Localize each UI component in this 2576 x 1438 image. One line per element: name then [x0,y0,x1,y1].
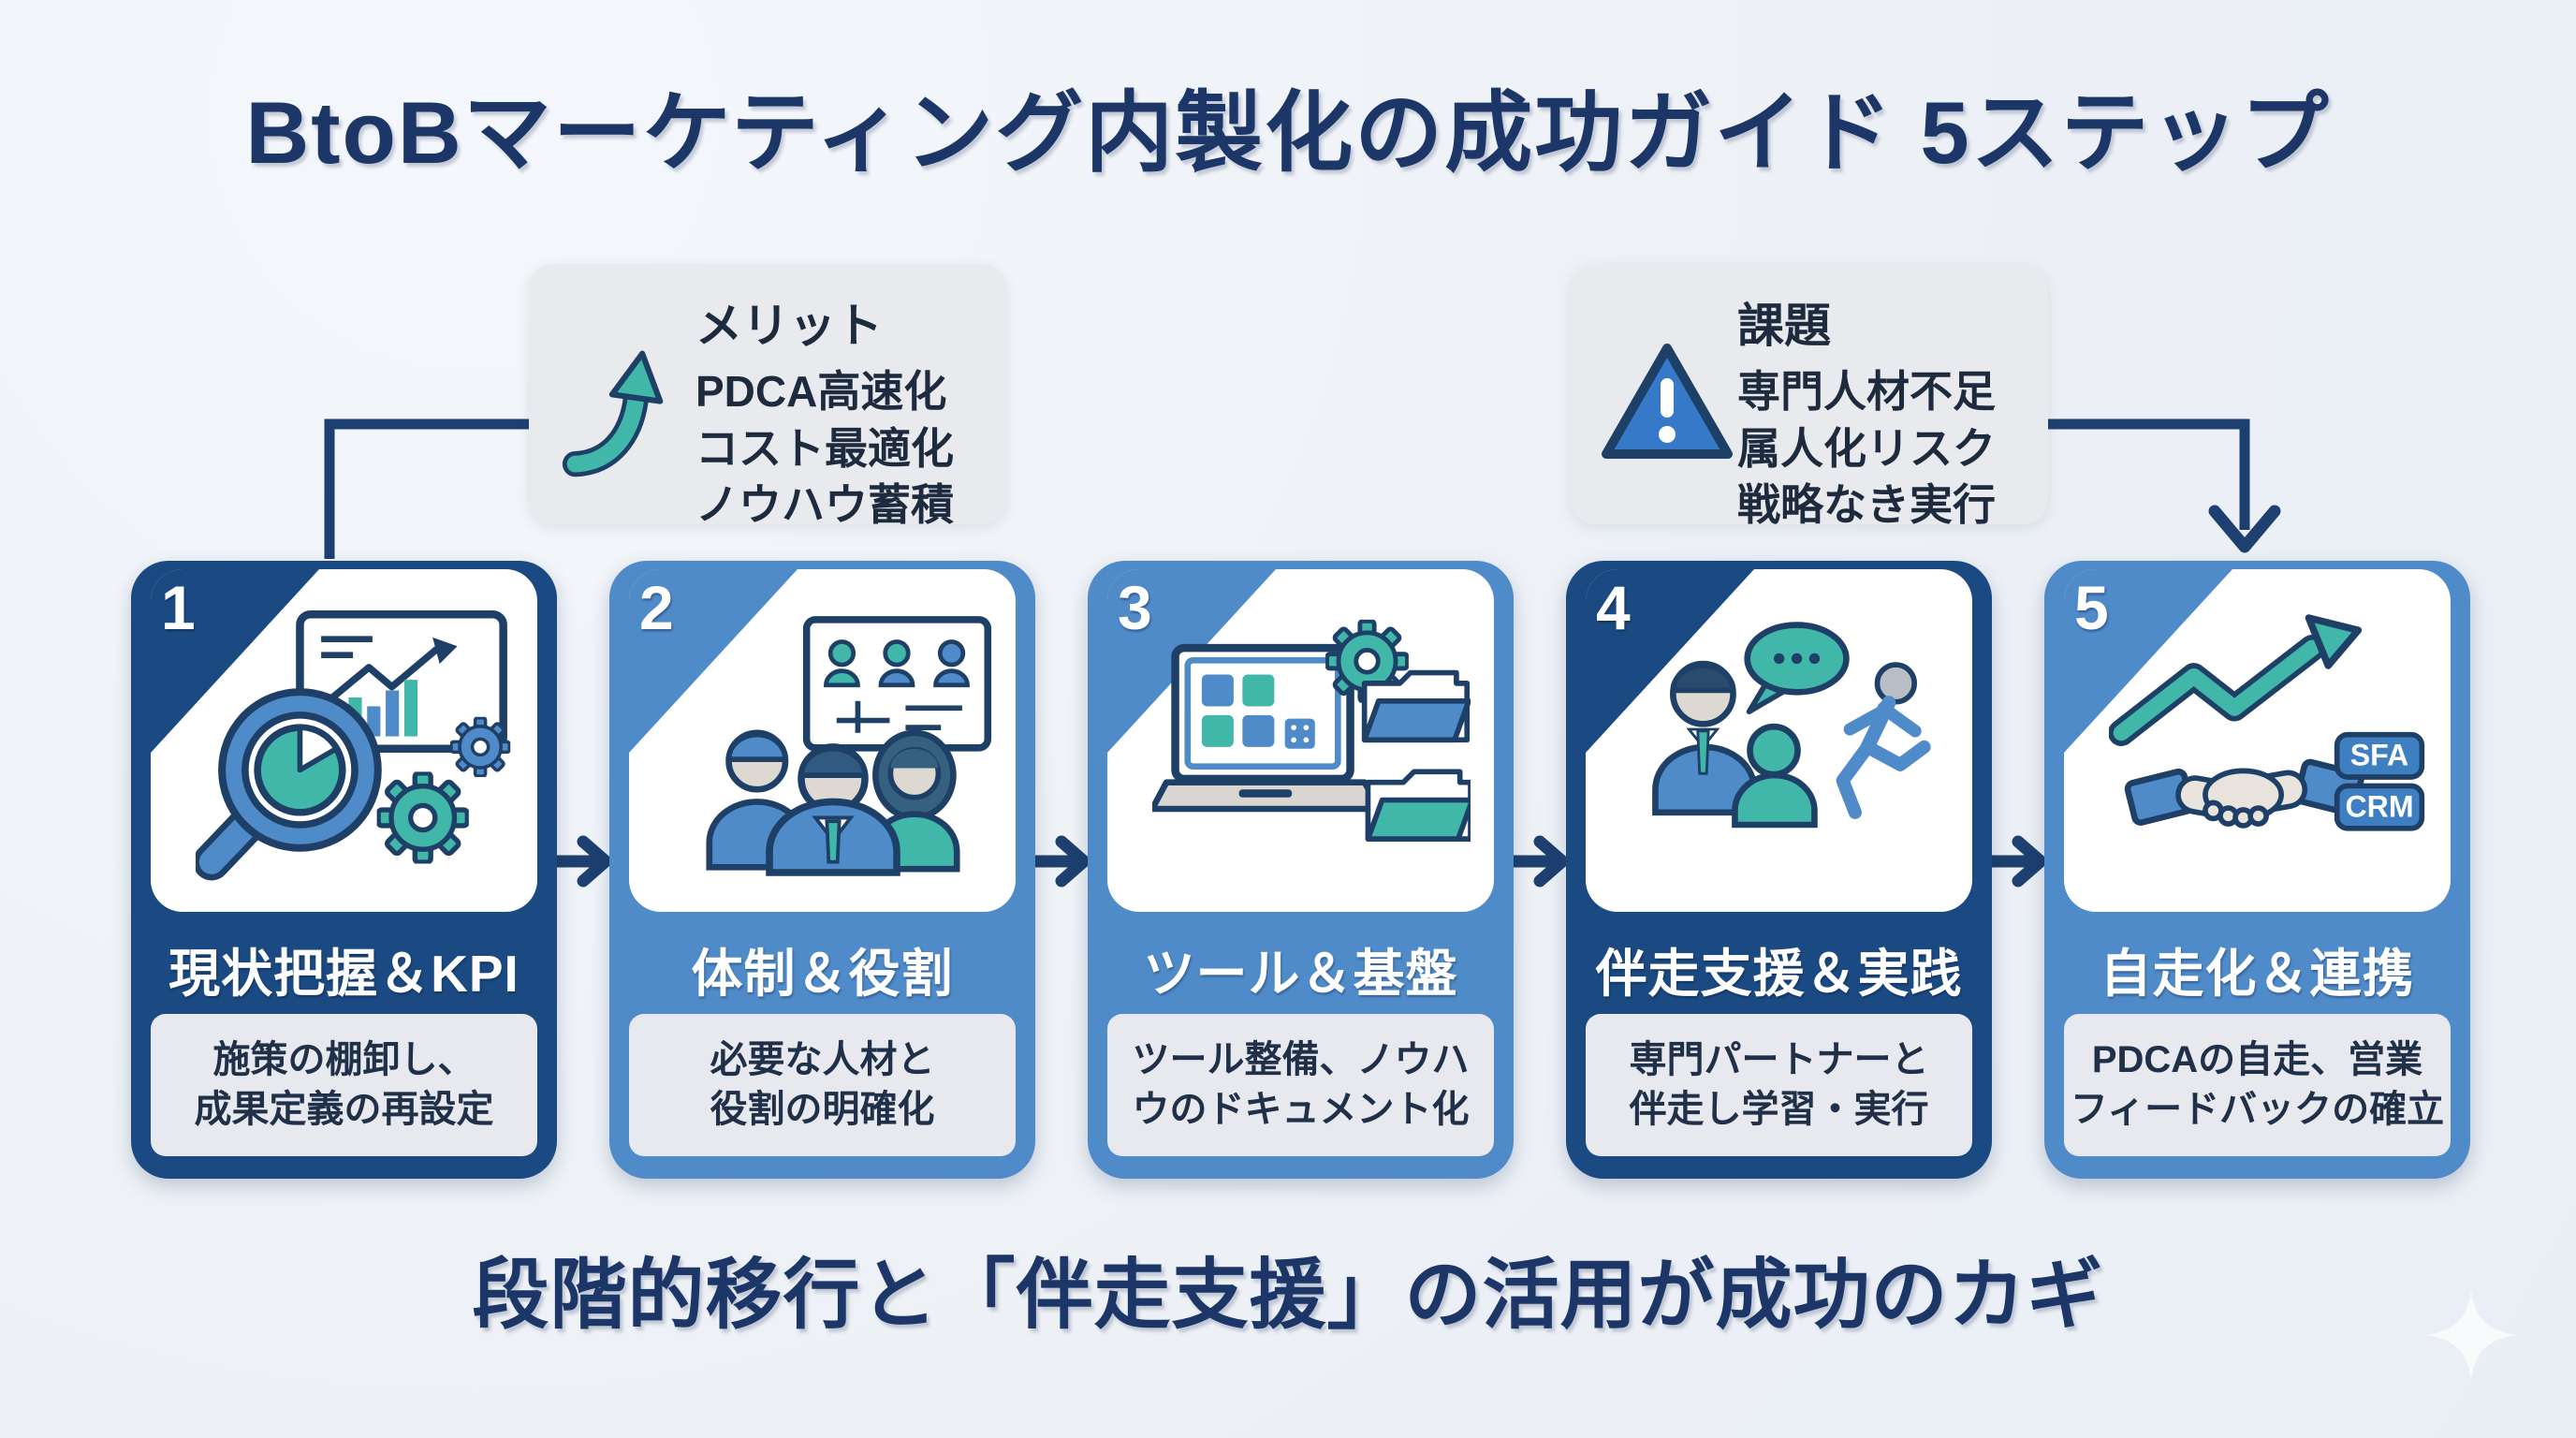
challenge-item: 戦略なき実行 [1737,480,1996,530]
crm-badge: CRM [2334,783,2425,831]
svg-text:CRM: CRM [2345,790,2413,824]
step-icon-panel [151,569,537,912]
org-board [802,616,992,752]
runner-person [1836,662,1931,819]
step-title: 現状把握＆KPI [168,945,520,1003]
learner-person [1732,723,1818,829]
gear-icon [378,773,467,862]
laptop-folders-gear-icon [1152,605,1471,842]
merit-item: PDCA高速化 [695,367,947,416]
step-arrow-icon [1029,835,1090,888]
step-number: 5 [2074,573,2109,642]
team-org-chart-icon [706,616,992,876]
challenge-connector-arrowhead [2208,505,2281,553]
step-number: 3 [1118,573,1152,642]
step-icon-panel: SFA CRM [2064,569,2451,912]
step-title: 体制＆役割 [691,945,954,1003]
gear-icon [450,716,511,777]
step-description: 施策の棚卸し、 成果定義の再設定 [151,1014,537,1156]
growth-curve-arrow-icon [562,350,664,477]
handshake-growth-icon: SFA CRM [2109,614,2425,831]
step-card-5: SFA CRM 5 自走化＆連携 PDCAの自走、営業 フィードバックの確立 [2044,561,2470,1179]
step-number: 2 [639,573,674,642]
step-description: PDCAの自走、営業 フィードバックの確立 [2064,1014,2451,1156]
merit-item: ノウハウ蓄積 [695,480,954,530]
step-card-1: 1 現状把握＆KPI 施策の棚卸し、 成果定義の再設定 [131,561,557,1179]
step-description: ツール整備、ノウハ ウのドキュメント化 [1107,1014,1494,1156]
challenge-item: 専門人材不足 [1737,367,1996,416]
handshake [2124,758,2364,829]
challenge-item: 属人化リスク [1737,423,1996,473]
magnifier-analytics-icon [196,609,511,881]
sparkle-decoration [2426,1290,2516,1380]
step-title: 伴走支援＆実践 [1595,945,1963,1003]
merit-callout: メリット PDCA高速化 コスト最適化 ノウハウ蓄積 [529,264,1006,529]
step-arrow-icon [550,835,612,888]
step-description: 専門パートナーと 伴走し学習・実行 [1586,1014,1972,1156]
warning-triangle-icon [1602,344,1733,459]
magnifier [196,688,382,881]
folder-teal-icon [1365,769,1471,842]
step-description: 必要な人材と 役割の明確化 [629,1014,1016,1156]
consultant-person [1652,660,1758,816]
sfa-badge: SFA [2334,731,2425,780]
footer-tagline: 段階的移行と「伴走支援」の活用が成功のカギ [472,1253,2104,1338]
challenge-heading: 課題 [1737,300,1831,352]
merit-heading: メリット [695,300,883,352]
page-title: BtoBマーケティング内製化の成功ガイド 5ステップ [245,83,2331,182]
svg-text:SFA: SFA [2350,739,2408,772]
step-icon-panel [629,569,1016,912]
merit-connector-line [324,418,529,559]
mentor-runner-icon [1652,622,1931,829]
step-card-4: 4 伴走支援＆実践 専門パートナーと 伴走し学習・実行 [1566,561,1992,1179]
step-number: 1 [161,573,196,642]
folder-blue-icon [1361,669,1471,743]
growth-arrow-icon [2109,614,2363,746]
step-arrow-icon [1507,835,1569,888]
step-title: ツール＆基盤 [1143,945,1458,1003]
step-icon-panel [1586,569,1972,912]
challenge-connector-line [2047,418,2250,530]
step-icon-panel [1107,569,1494,912]
merit-item: コスト最適化 [695,423,954,473]
step-arrow-icon [1985,835,2047,888]
step-card-2: 2 体制＆役割 必要な人材と 役割の明確化 [609,561,1035,1179]
team-people [706,729,960,876]
step-card-3: 3 ツール＆基盤 ツール整備、ノウハ ウのドキュメント化 [1088,561,1514,1179]
step-number: 4 [1596,573,1631,642]
speech-bubble-icon [1744,622,1850,714]
step-title: 自走化＆連携 [2100,945,2415,1003]
challenge-callout: 課題 専門人材不足 属人化リスク 戦略なき実行 [1571,264,2048,529]
